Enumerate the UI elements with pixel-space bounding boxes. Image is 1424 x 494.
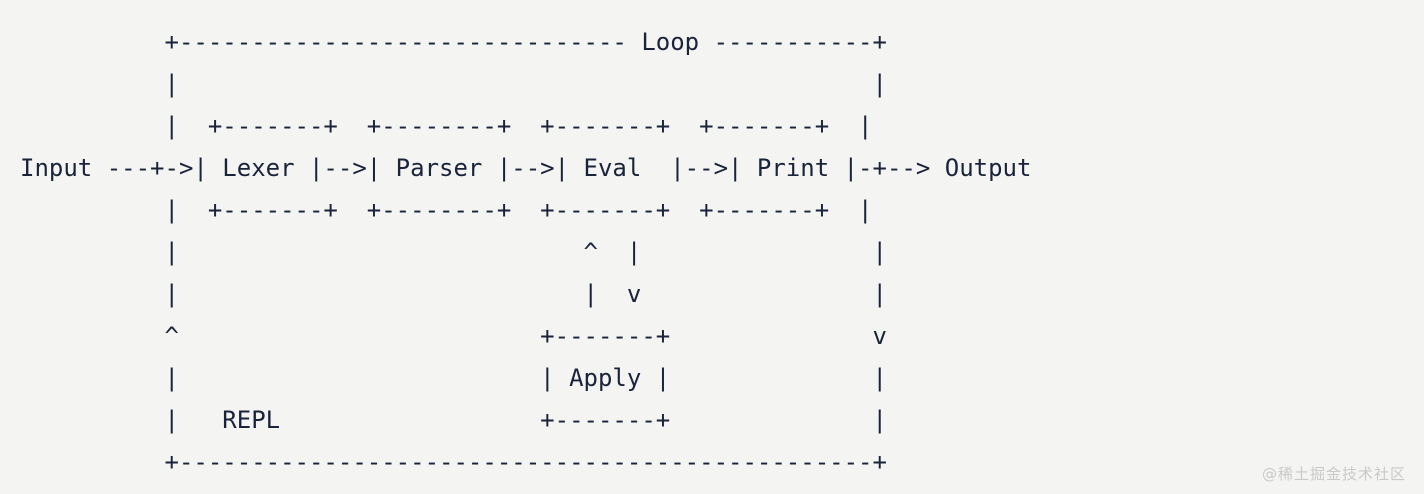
repl-loop-ascii-diagram: +------------------------------- Loop --… xyxy=(20,28,1032,476)
watermark-text: @稀土掘金技术社区 xyxy=(1261,465,1406,483)
